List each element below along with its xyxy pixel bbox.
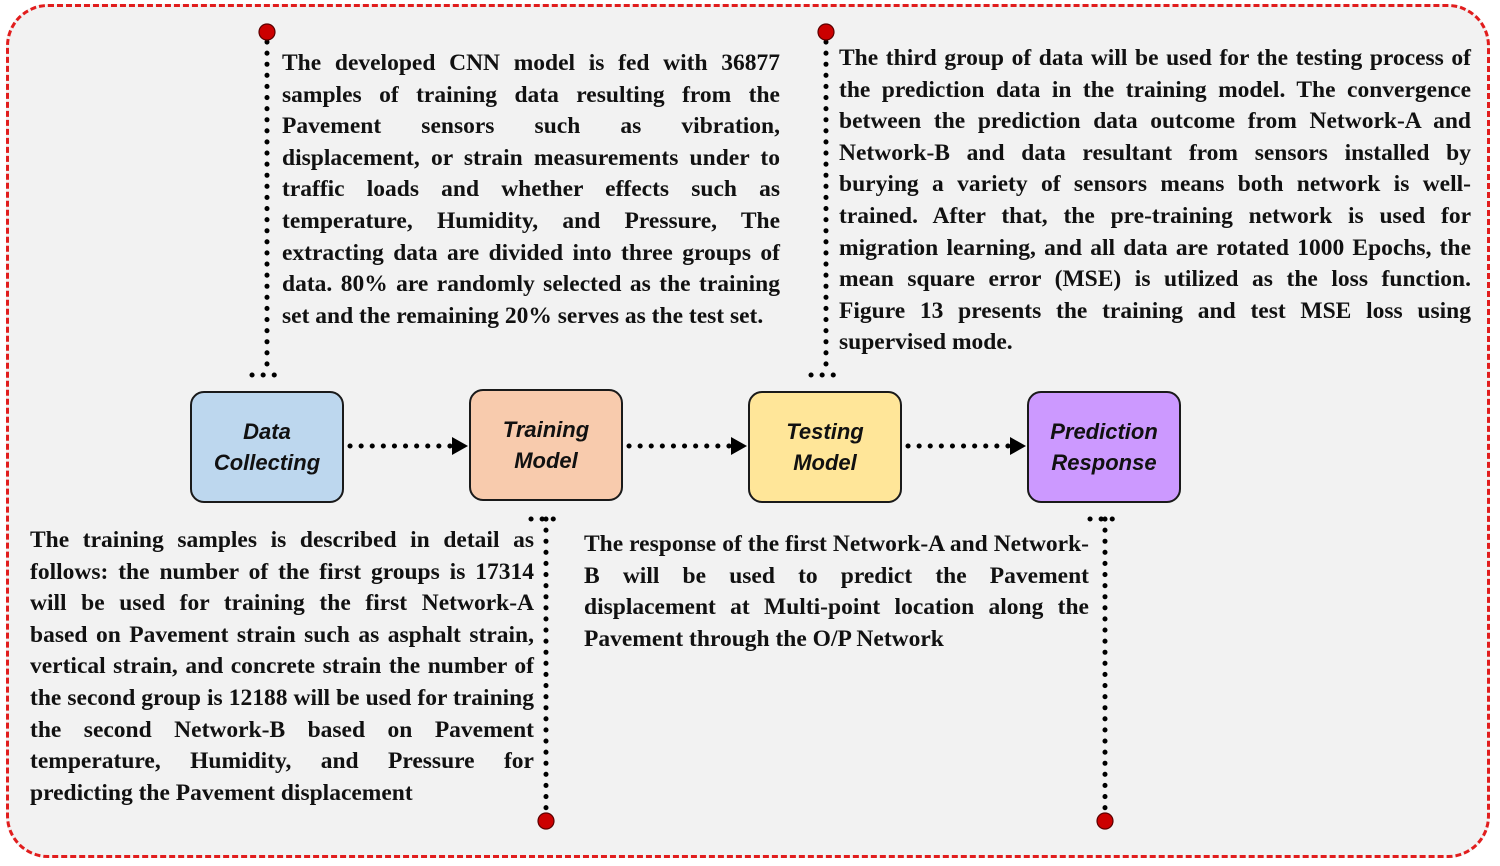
response-description: The response of the first Network-A and …: [584, 531, 1089, 652]
testing-model-box: Testing Model: [748, 391, 902, 503]
testing-model-line1: Testing: [786, 419, 864, 444]
training-model-line1: Training: [502, 417, 590, 442]
prediction-response-box: Prediction Response: [1027, 391, 1181, 503]
testing-model-line2: Model: [793, 450, 857, 475]
prediction-response-line1: Prediction: [1050, 419, 1158, 444]
training-model-line2: Model: [514, 448, 578, 473]
data-collecting-box: Data Collecting: [190, 391, 344, 503]
training-data-description: The developed CNN model is fed with 3687…: [282, 50, 780, 329]
training-samples-description: The training samples is described in det…: [30, 527, 534, 806]
testing-data-description: The third group of data will be used for…: [839, 45, 1471, 356]
data-collecting-line2: Collecting: [213, 450, 321, 475]
data-collecting-line1: Data: [243, 419, 291, 444]
prediction-response-line2: Response: [1051, 450, 1157, 475]
training-model-box: Training Model: [469, 389, 623, 501]
